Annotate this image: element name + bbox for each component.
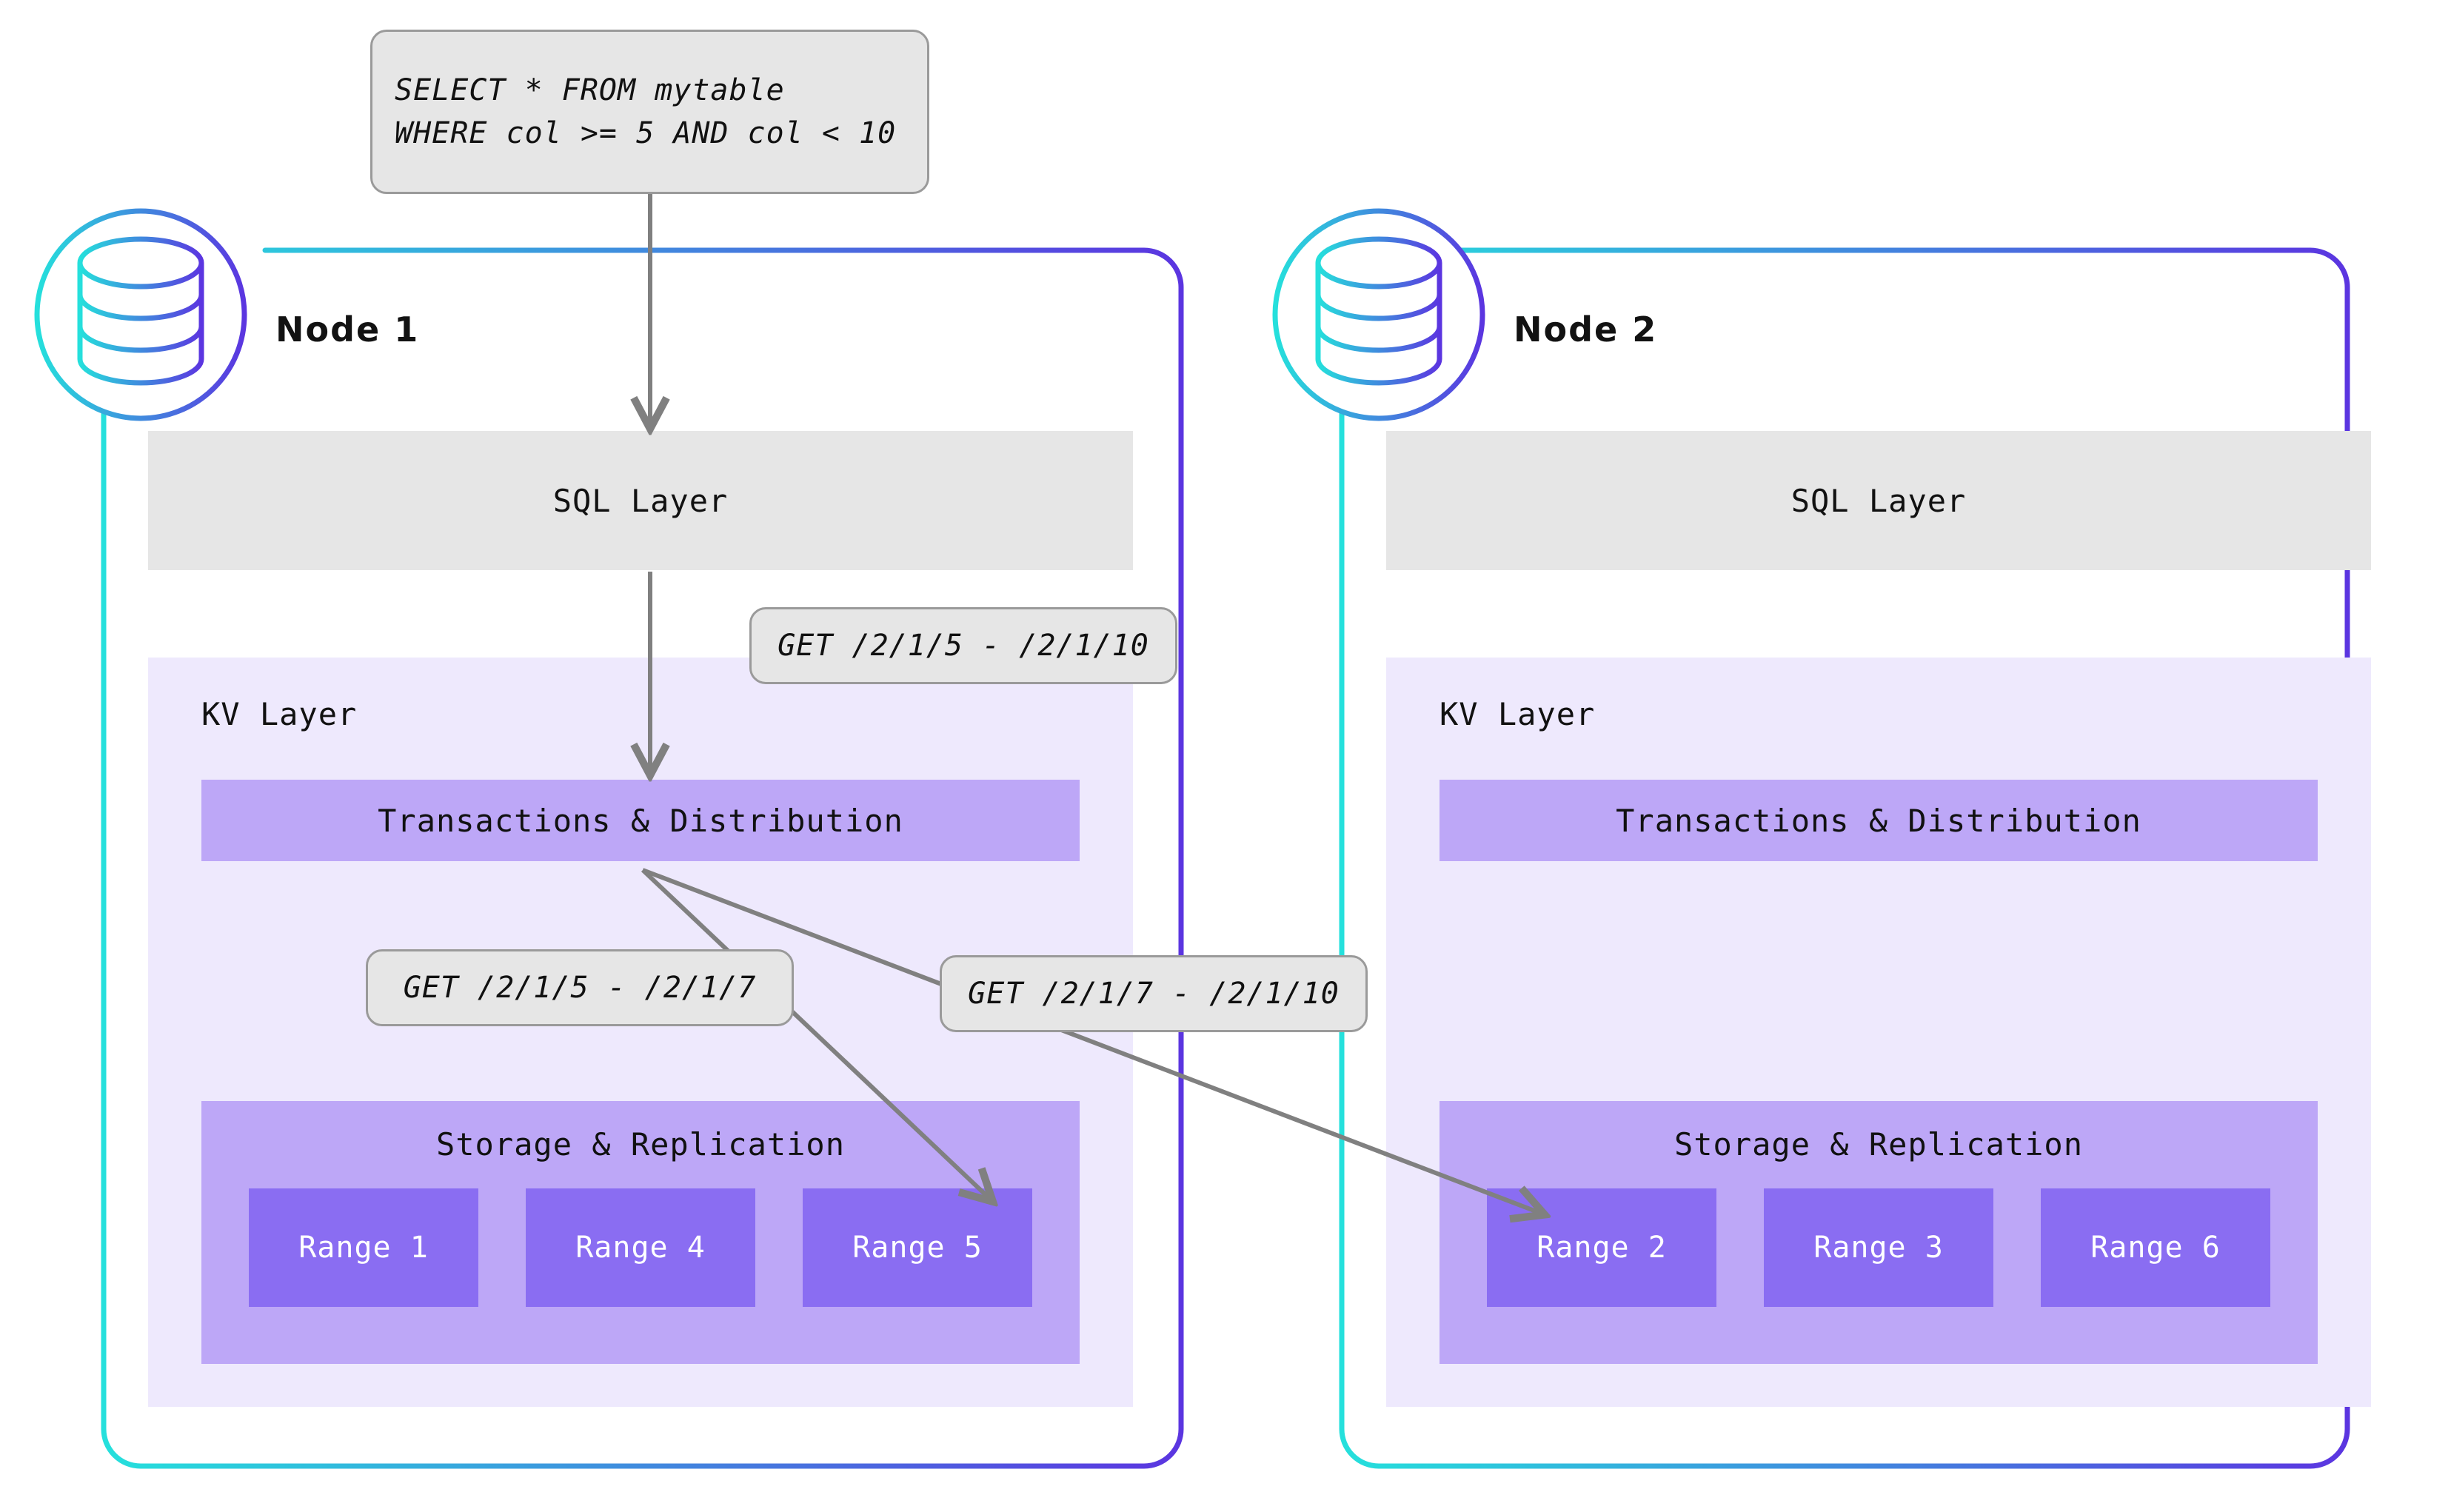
range-box[interactable]: Range 3	[1764, 1188, 1993, 1307]
sql-query-line-1: SELECT * FROM mytable	[395, 73, 785, 107]
range-request-local-label: GET /2/1/5 - /2/1/7	[403, 971, 757, 1005]
node-1-range-row: Range 1 Range 4 Range 5	[201, 1188, 1080, 1307]
range-box[interactable]: Range 1	[249, 1188, 478, 1307]
node-1-title: Node 1	[275, 310, 420, 349]
node-2-title: Node 2	[1514, 310, 1658, 349]
node-2-kv-layer-label: KV Layer	[1439, 696, 1596, 732]
range-request-remote-label: GET /2/1/7 - /2/1/10	[968, 977, 1340, 1011]
kv-request-callout: GET /2/1/5 - /2/1/10	[749, 607, 1177, 684]
node-2-sql-layer-label: SQL Layer	[1790, 482, 1967, 519]
node-1-sql-layer: SQL Layer	[148, 431, 1133, 570]
range-request-remote-callout: GET /2/1/7 - /2/1/10	[940, 955, 1368, 1032]
range-request-local-callout: GET /2/1/5 - /2/1/7	[366, 949, 794, 1026]
node-2-transactions-label: Transactions & Distribution	[1616, 802, 2141, 839]
node-2-sql-layer: SQL Layer	[1386, 431, 2371, 570]
node-1-transactions-label: Transactions & Distribution	[378, 802, 903, 839]
node-1-transactions-box: Transactions & Distribution	[201, 780, 1080, 861]
range-box[interactable]: Range 5	[803, 1188, 1032, 1307]
node-1-storage-label: Storage & Replication	[435, 1126, 845, 1163]
database-cylinder-icon	[1272, 208, 1485, 421]
range-box[interactable]: Range 4	[526, 1188, 755, 1307]
node-1-kv-layer-label: KV Layer	[201, 696, 358, 732]
node-2-range-row: Range 2 Range 3 Range 6	[1439, 1188, 2318, 1307]
sql-query-callout: SELECT * FROM mytable WHERE col >= 5 AND…	[370, 30, 929, 194]
database-cylinder-icon	[34, 208, 247, 421]
node-1-sql-layer-label: SQL Layer	[552, 482, 729, 519]
sql-query-line-2: WHERE col >= 5 AND col < 10	[395, 116, 897, 150]
node-2-transactions-box: Transactions & Distribution	[1439, 780, 2318, 861]
node-2-storage-box: Storage & Replication Range 2 Range 3 Ra…	[1439, 1101, 2318, 1364]
range-box[interactable]: Range 6	[2041, 1188, 2270, 1307]
node-2-storage-label: Storage & Replication	[1673, 1126, 2083, 1163]
kv-request-label: GET /2/1/5 - /2/1/10	[778, 629, 1149, 663]
node-1-storage-box: Storage & Replication Range 1 Range 4 Ra…	[201, 1101, 1080, 1364]
range-box[interactable]: Range 2	[1487, 1188, 1716, 1307]
